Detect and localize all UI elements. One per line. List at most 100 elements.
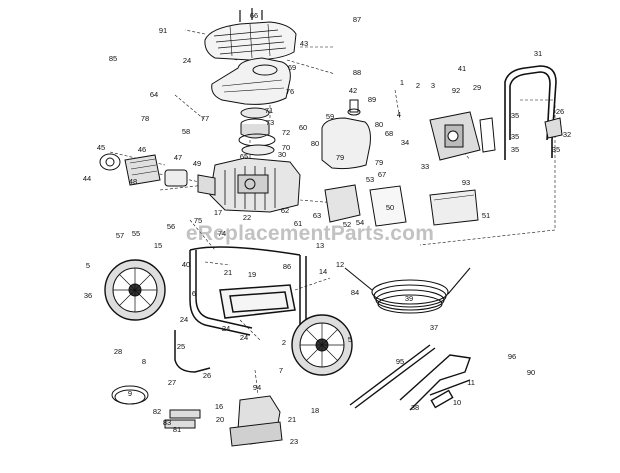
- battery-box: [429, 189, 479, 226]
- callout-1: 1: [400, 78, 404, 87]
- callout-45: 45: [97, 143, 105, 152]
- engine-block: [197, 157, 301, 213]
- callout-15: 15: [154, 241, 162, 250]
- callout-38: 38: [411, 403, 419, 412]
- fuel-tank: [321, 99, 371, 170]
- callout-47: 47: [174, 153, 182, 162]
- callout-2b: 2: [282, 338, 286, 347]
- engine-cover: [204, 8, 297, 61]
- spray-wand: [349, 344, 471, 411]
- callout-22: 22: [243, 213, 251, 222]
- callout-29: 29: [473, 83, 481, 92]
- callout-88: 88: [353, 68, 361, 77]
- muffler: [99, 153, 188, 187]
- callout-24d: 24: [240, 333, 248, 342]
- callout-89: 89: [368, 95, 376, 104]
- callout-81: 81: [173, 425, 181, 434]
- callout-52: 52: [343, 220, 351, 229]
- callout-25: 25: [177, 342, 185, 351]
- callout-17: 17: [214, 208, 222, 217]
- flywheel-stack: [238, 107, 276, 156]
- callout-57: 57: [116, 231, 124, 240]
- callout-56: 56: [167, 222, 175, 231]
- callout-86: 86: [283, 262, 291, 271]
- bracket-part: [544, 117, 563, 139]
- callout-95: 95: [396, 357, 404, 366]
- callout-20: 20: [216, 415, 224, 424]
- callout-53: 53: [366, 175, 374, 184]
- callout-35d: 35: [552, 145, 560, 154]
- callout-83: 83: [163, 418, 171, 427]
- callout-51: 51: [482, 211, 490, 220]
- callout-71: 71: [265, 106, 273, 115]
- callout-43: 43: [300, 39, 308, 48]
- callout-62: 62: [281, 206, 289, 215]
- callout-75: 75: [194, 216, 202, 225]
- callout-59: 59: [326, 112, 334, 121]
- callout-48: 48: [129, 177, 137, 186]
- callout-60: 60: [299, 123, 307, 132]
- callout-73: 73: [266, 118, 274, 127]
- callout-32: 32: [563, 130, 571, 139]
- callout-24b: 24: [180, 315, 188, 324]
- callout-55: 55: [132, 229, 140, 238]
- callout-24c: 24: [222, 324, 230, 333]
- callout-12: 12: [336, 260, 344, 269]
- callout-85: 85: [109, 54, 117, 63]
- callout-93: 93: [462, 178, 470, 187]
- callout-41: 41: [458, 64, 466, 73]
- callout-10: 10: [453, 398, 461, 407]
- callout-76: 76: [286, 87, 294, 96]
- callout-5a: 5: [86, 261, 90, 270]
- callout-70: 70: [282, 143, 290, 152]
- callout-5b: 5: [348, 335, 352, 344]
- callout-19: 19: [248, 270, 256, 279]
- callout-94: 94: [253, 383, 261, 392]
- callout-72: 72: [282, 128, 290, 137]
- callout-28: 28: [114, 347, 122, 356]
- callout-46: 46: [138, 145, 146, 154]
- callout-35a: 35: [511, 111, 519, 120]
- callout-35c: 35: [511, 145, 519, 154]
- callout-14: 14: [319, 267, 327, 276]
- callout-9: 9: [128, 389, 132, 398]
- callout-21b: 21: [288, 415, 296, 424]
- wheel-right: [291, 314, 353, 376]
- callout-80a: 80: [375, 120, 383, 129]
- callout-65: 65: [240, 152, 248, 161]
- callout-78: 78: [141, 114, 149, 123]
- callout-49: 49: [193, 159, 201, 168]
- callout-2: 2: [416, 81, 420, 90]
- callout-63: 63: [313, 211, 321, 220]
- callout-58: 58: [182, 127, 190, 136]
- callout-34: 34: [401, 138, 409, 147]
- callout-8: 8: [142, 357, 146, 366]
- callout-80b: 80: [311, 139, 319, 148]
- callout-82: 82: [153, 407, 161, 416]
- callout-7: 7: [279, 366, 283, 375]
- callout-92: 92: [452, 86, 460, 95]
- callout-21a: 21: [224, 268, 232, 277]
- callout-27: 27: [168, 378, 176, 387]
- callout-16: 16: [215, 402, 223, 411]
- callout-26b: 26: [203, 371, 211, 380]
- callout-61: 61: [294, 219, 302, 228]
- hose-coil: [344, 267, 471, 314]
- callout-23: 23: [290, 437, 298, 446]
- callout-31: 31: [534, 49, 542, 58]
- callout-50: 50: [386, 203, 394, 212]
- wheel-left: [104, 259, 166, 321]
- callout-30: 30: [278, 150, 286, 159]
- blower-housing: [211, 57, 291, 105]
- callout-18: 18: [311, 406, 319, 415]
- callout-37: 37: [430, 323, 438, 332]
- main-frame: [174, 246, 307, 373]
- callout-11: 11: [467, 378, 475, 387]
- callout-42: 42: [349, 86, 357, 95]
- handle-frame: [504, 65, 557, 160]
- callout-77: 77: [201, 114, 209, 123]
- callout-24a: 24: [183, 56, 191, 65]
